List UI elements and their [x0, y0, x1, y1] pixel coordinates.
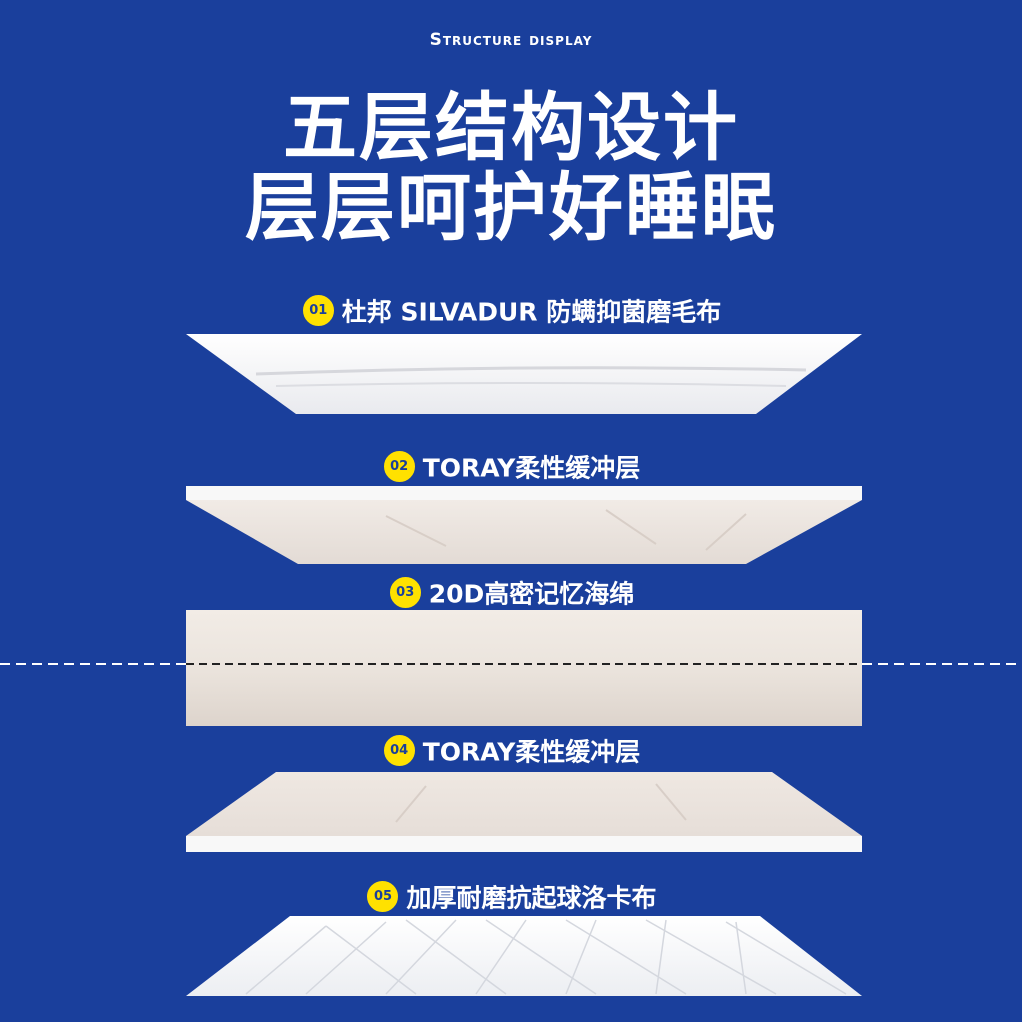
layer-3-title: 20D高密记忆海绵: [428, 579, 635, 609]
layer-5-quilted-fabric-image: [186, 916, 862, 996]
layer-1-number-badge: 01: [300, 293, 336, 328]
layer-3-memory-foam-image: [186, 610, 862, 726]
layer-3-number-badge: 03: [387, 575, 423, 610]
layer-4-title: TORAY柔性缓冲层: [422, 737, 641, 767]
layer-4-buffer-image: [186, 772, 862, 852]
layer-1-fabric-image: [186, 334, 862, 414]
layer-5-number-badge: 05: [365, 879, 401, 914]
layer-1-title: 杜邦 SILVADUR 防螨抑菌磨毛布: [341, 297, 722, 327]
headline-line-2: 层层呵护好睡眠: [245, 165, 777, 251]
layer-2-title: TORAY柔性缓冲层: [422, 453, 641, 483]
layer-2-number-badge: 02: [381, 449, 417, 484]
section-eyebrow: Structure display: [429, 30, 593, 50]
stitch-line-decoration: [0, 663, 1022, 665]
layer-4-number-badge: 04: [381, 733, 417, 768]
headline-line-1: 五层结构设计: [283, 85, 739, 171]
layer-2-buffer-image: [186, 486, 862, 564]
layer-5-title: 加厚耐磨抗起球洛卡布: [406, 883, 657, 913]
